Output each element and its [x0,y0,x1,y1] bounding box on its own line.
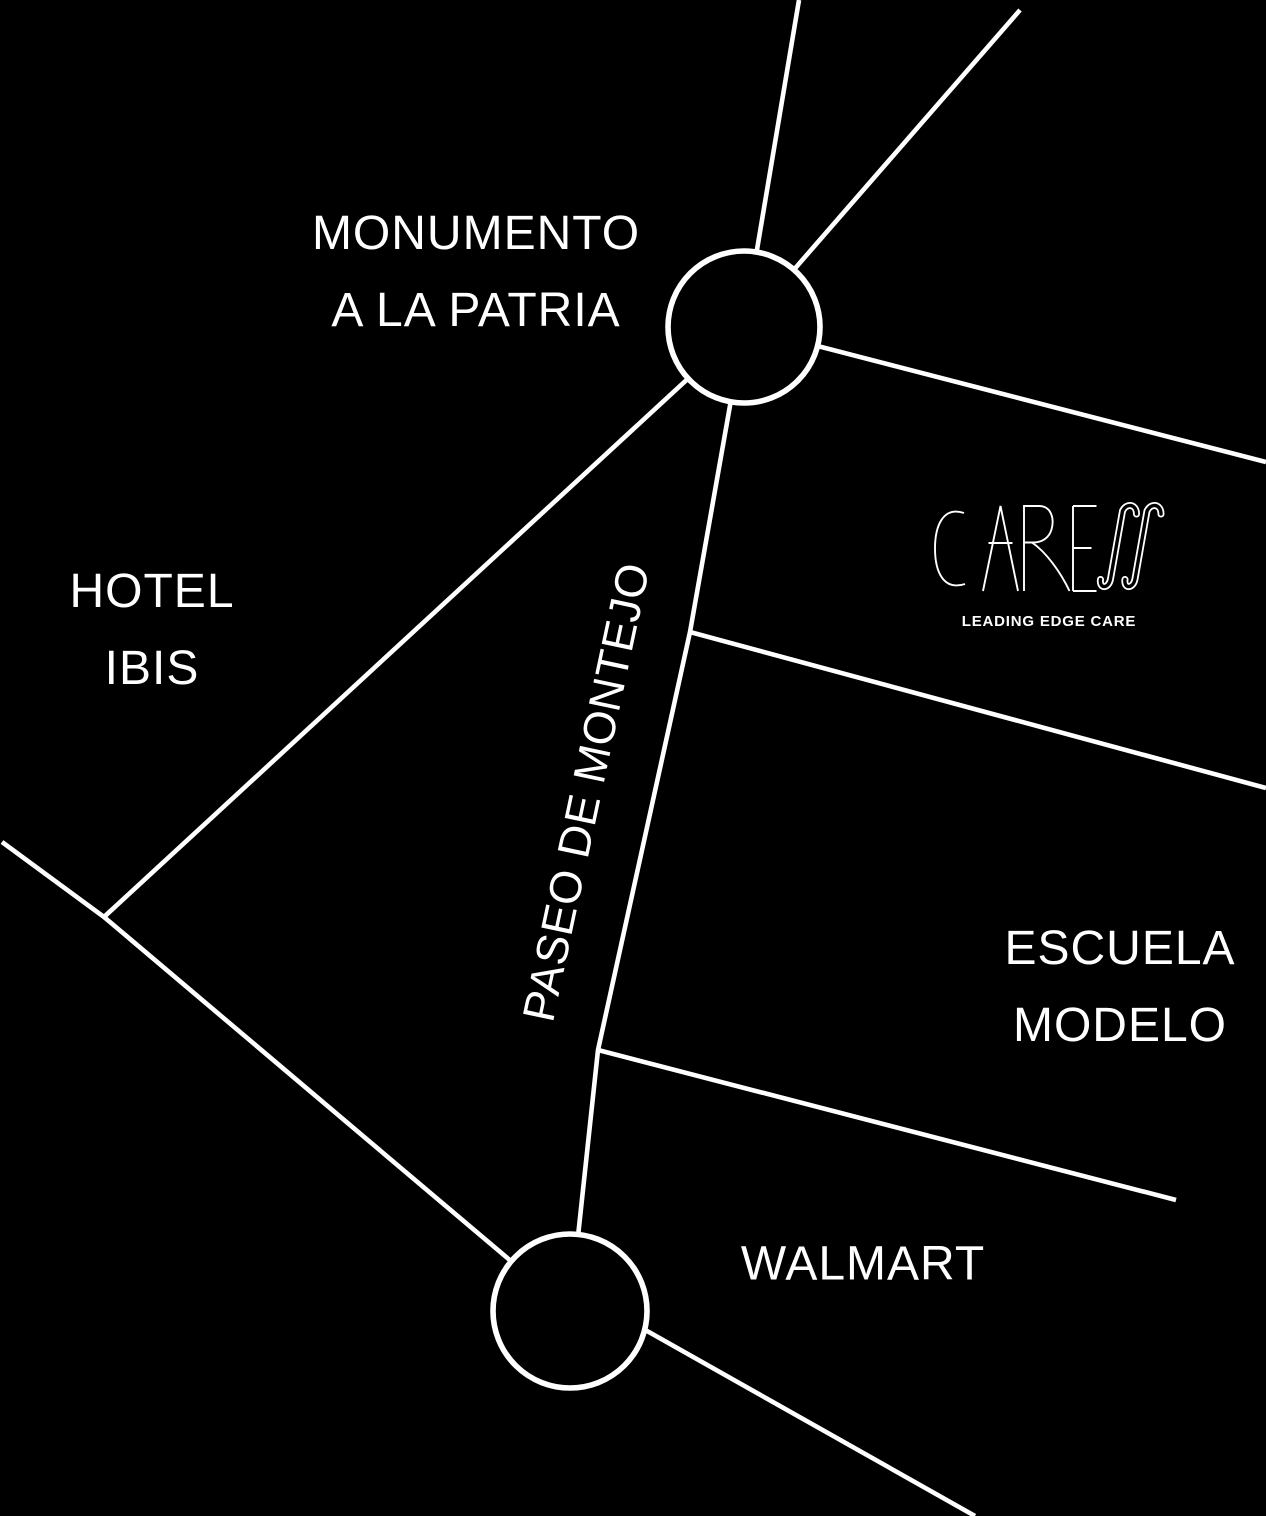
road-east-avenue [743,324,1266,465]
letter-c [934,510,966,587]
letter-s2-hollow [1123,503,1163,589]
label-line-1: ESCUELA [1004,922,1236,975]
caress-logo: LEADING EDGE CARE [930,500,1178,635]
letter-r [1023,505,1071,592]
label-line-1: MONUMENTO [311,207,641,260]
label-line-2: A LA PATRIA [331,284,621,337]
label-monumento-a-la-patria: MONUMENTO A LA PATRIA [312,195,640,349]
caress-wordmark-letters [934,505,1097,592]
road-caress-street [689,629,1266,791]
walmart-roundabout [490,1231,650,1391]
letter-s1-hollow [1098,503,1139,589]
letter-s1 [1096,502,1140,590]
label-hotel-ibis: HOTEL IBIS [69,553,234,707]
letter-e [1072,505,1097,592]
label-escuela-modelo: ESCUELA MODELO [1004,910,1235,1064]
road-escuela-street [597,1047,1177,1203]
road-west-boulevard [0,840,572,1313]
letter-s2 [1121,502,1165,590]
label-line-1: HOTEL [69,565,235,618]
caress-logo-svg: LEADING EDGE CARE [934,502,1165,630]
label-line-2: MODELO [1012,999,1228,1052]
monumento-roundabout [665,248,823,406]
label-line-2: IBIS [104,642,200,695]
letter-a [982,505,1019,592]
label-walmart: WALMART [740,1237,986,1291]
caress-wordmark-ss [1096,502,1165,590]
road-southeast-street [638,1324,977,1516]
road-hotel-ibis-street [102,325,746,919]
logo-tagline: LEADING EDGE CARE [962,613,1136,630]
